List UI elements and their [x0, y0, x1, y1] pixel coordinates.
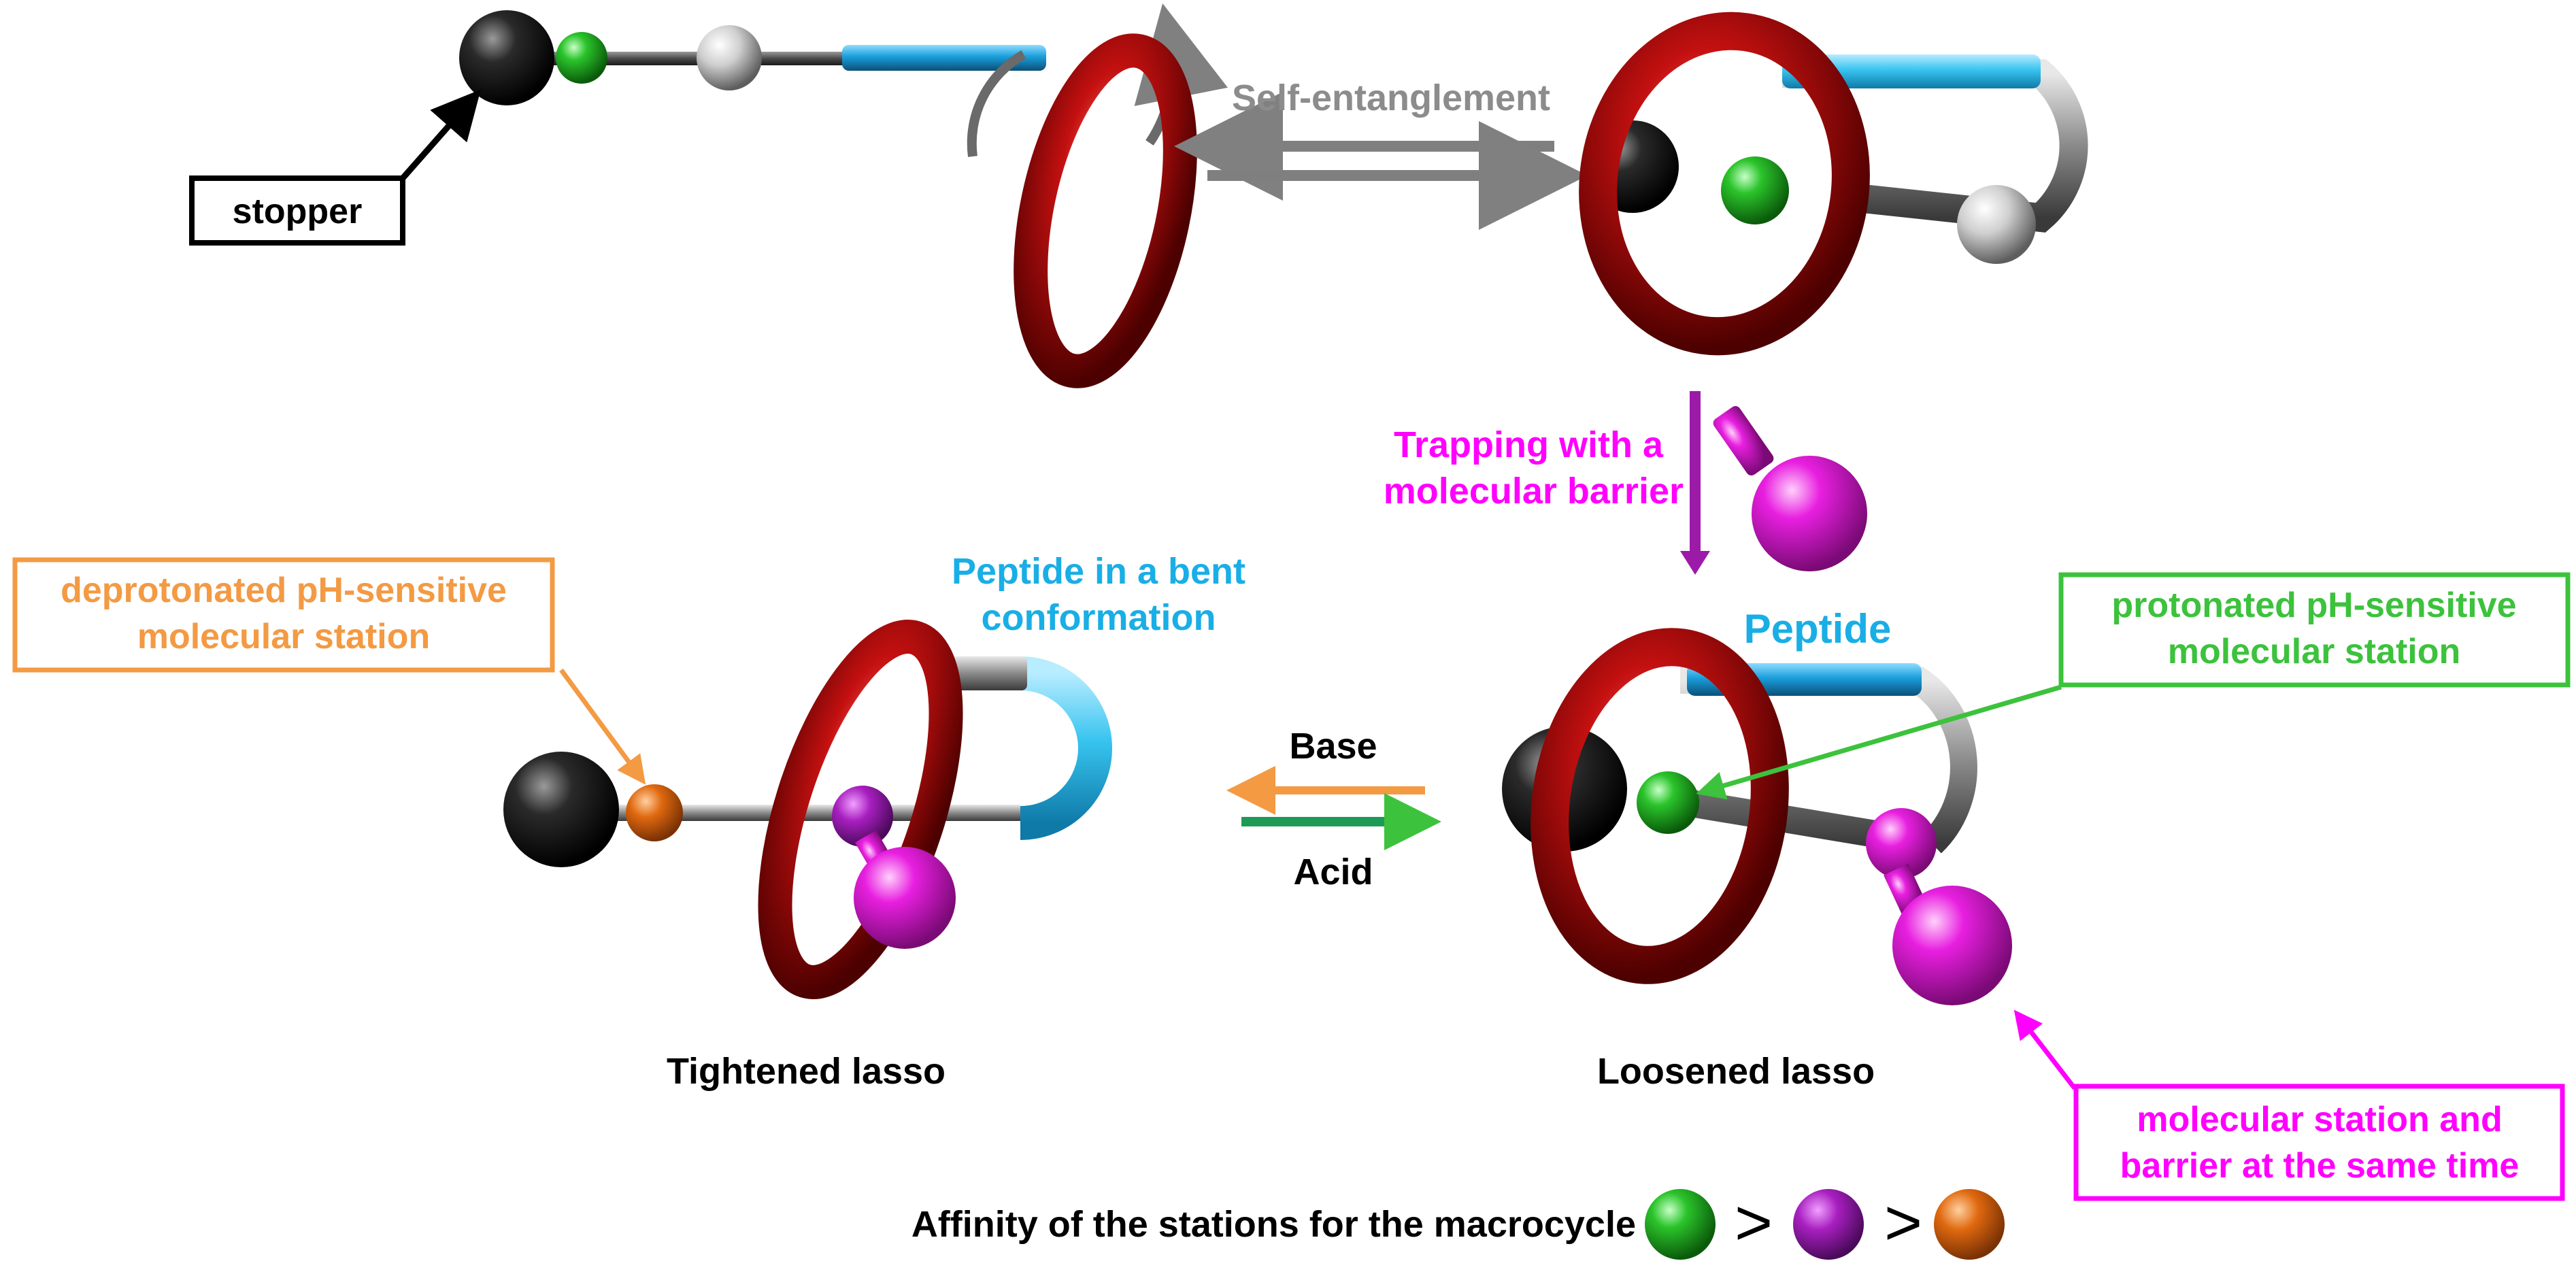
barrier-stem	[1713, 405, 1774, 476]
green-station-icon	[1645, 1189, 1716, 1260]
magenta-station-icon	[1793, 1189, 1864, 1260]
deprotonated-station-box	[12, 557, 555, 673]
green-station-icon	[556, 32, 607, 84]
magenta-barrier-ball-icon	[854, 847, 956, 949]
peptide-bent-label-line2: conformation	[982, 597, 1216, 638]
tightened-lasso-caption: Tightened lasso	[667, 1051, 946, 1092]
linear-precursor	[459, 3, 1228, 388]
peptide-bent-label-line1: Peptide in a bent	[952, 551, 1245, 592]
stopper-ball-icon	[503, 752, 619, 867]
station-barrier-label-line1: molecular station and	[2137, 1100, 2502, 1139]
acid-base-equilibrium	[1226, 766, 1441, 850]
magenta-station-icon	[832, 786, 893, 847]
lasso-loop-rod	[1782, 59, 2088, 233]
orange-station-icon	[626, 784, 683, 841]
loosened-lasso	[1502, 628, 2012, 1005]
trapping-arrowhead-icon	[1680, 551, 1710, 575]
self-entangled-lasso	[1579, 12, 2088, 356]
white-station-icon	[1957, 185, 2036, 264]
rotation-arc	[967, 50, 1026, 157]
protonated-pointer-arrow	[1696, 684, 2062, 800]
red-macrocycle-ring-icon	[1530, 628, 1789, 984]
protonated-label-line2: molecular station	[2168, 632, 2461, 671]
protonated-label-line1: protonated pH-sensitive	[2111, 586, 2516, 625]
peptide-segment	[1782, 54, 2041, 88]
deprotonated-label-line1: deprotonated pH-sensitive	[61, 571, 507, 610]
station-barrier-pointer-arrow	[2013, 1009, 2077, 1090]
tightened-lasso	[503, 620, 1112, 999]
loop-rod-top	[939, 656, 1027, 690]
greater-than-symbol-1: >	[1735, 1186, 1773, 1259]
stopper-box	[189, 175, 405, 246]
station-barrier-label-line2: barrier at the same time	[2120, 1146, 2520, 1186]
peptide-label: Peptide	[1744, 606, 1892, 652]
greater-than-symbol-2: >	[1884, 1186, 1922, 1259]
protonated-station-box	[2058, 572, 2571, 688]
equilibrium-arrows-top	[1174, 92, 1588, 230]
magenta-barrier-ball-icon	[1892, 886, 2012, 1005]
red-macrocycle-ring-icon	[1014, 33, 1197, 388]
lasso-loop-rod	[1680, 667, 1977, 854]
magenta-barrier-ball-icon	[1752, 456, 1867, 571]
trapping-label-line2: molecular barrier	[1384, 471, 1684, 512]
trapping-label-line1: Trapping with a	[1394, 424, 1664, 465]
green-station-icon	[1637, 771, 1699, 834]
bent-peptide-loop	[939, 656, 1112, 840]
red-macrocycle-ring-icon	[758, 620, 963, 999]
stopper-label: stopper	[233, 192, 363, 231]
affinity-label: Affinity of the stations for the macrocy…	[911, 1204, 1636, 1245]
self-entanglement-label: Self-entanglement	[1232, 78, 1550, 118]
red-macrocycle-ring-icon	[1579, 12, 1870, 356]
molecular-barrier	[1713, 405, 1867, 571]
magenta-station-icon	[1866, 808, 1937, 879]
white-station-icon	[697, 25, 762, 90]
station-barrier-box	[2073, 1084, 2565, 1201]
acid-label: Acid	[1293, 852, 1373, 892]
base-label: Base	[1289, 726, 1377, 767]
stopper-ball-icon	[459, 10, 554, 105]
deprotonated-label-line2: molecular station	[137, 617, 431, 656]
stopper-pointer-arrow	[400, 89, 481, 180]
loosened-lasso-caption: Loosened lasso	[1597, 1051, 1875, 1092]
green-station-icon	[1721, 156, 1789, 224]
deprotonated-pointer-arrow	[559, 668, 646, 785]
orange-station-icon	[1934, 1189, 2005, 1260]
peptide-segment	[842, 45, 1046, 71]
